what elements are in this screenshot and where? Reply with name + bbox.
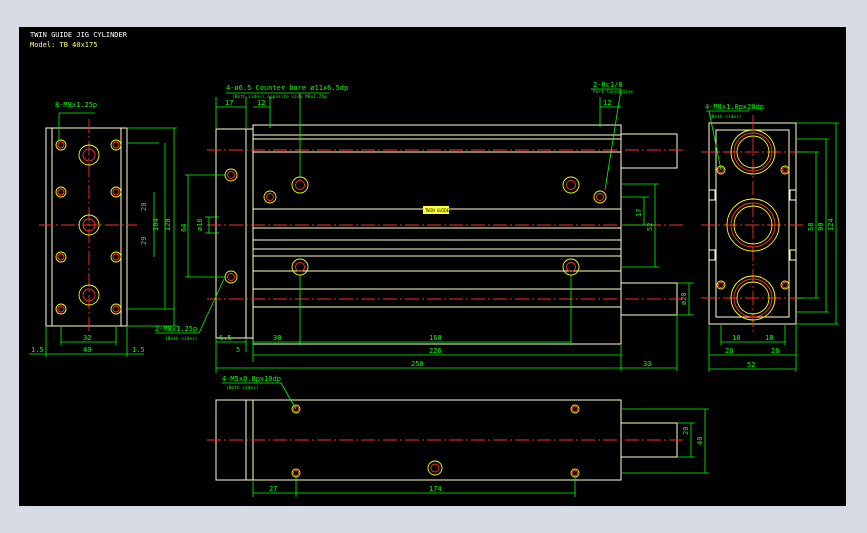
dim-52: 52: [646, 223, 654, 231]
drawing-title: TWIN GUIDE JIG CYLINDER: [30, 31, 128, 39]
callout-port: 2-Rc1/8: [593, 81, 623, 89]
callout-4-m5: 4-M5x0.8px10dp: [222, 375, 281, 383]
dim-104: 104: [152, 218, 160, 231]
dim-64: 64: [180, 224, 188, 232]
dim-168: 168: [429, 334, 442, 342]
dim-17-right: 17: [635, 209, 643, 217]
left-end-view: 8-M8x1.25p 20 29 104 120 32 49 1.5 1.5: [29, 101, 177, 357]
dim-49: 49: [83, 346, 91, 354]
dim-174: 174: [429, 485, 442, 493]
dim-6-5: 6.5: [219, 334, 232, 342]
left-holes: [55, 139, 122, 315]
dim-27: 27: [269, 485, 277, 493]
dim-52-width: 52: [747, 361, 755, 369]
dim-phi16: ø16: [196, 218, 204, 231]
dim-12-left: 12: [257, 99, 265, 107]
dim-40-bottom: 40: [696, 437, 704, 445]
side-view: TWIN GUIDE 17 12 4-ø6.5 Counter bore ø11…: [155, 81, 694, 373]
dim-250: 250: [411, 360, 424, 368]
callout-port-sub: Port Connection: [593, 89, 634, 95]
nameplate: [423, 206, 449, 214]
dim-26-right: 26: [771, 347, 779, 355]
callout-2-m8: 2-M8x1.25p: [155, 325, 197, 333]
dim-120: 120: [164, 218, 172, 231]
dim-18-left: 18: [732, 334, 740, 342]
dim-90: 90: [817, 223, 825, 231]
dim-1-5-left: 1.5: [31, 346, 44, 354]
dim-1-5-right: 1.5: [132, 346, 145, 354]
callout-4-m5-sub: (Both sides): [226, 385, 259, 391]
cad-viewport[interactable]: .o { stroke:#ffffcc; fill:none; stroke-w…: [19, 27, 846, 506]
dim-20-bottom: 20: [682, 427, 690, 435]
dim-32: 32: [83, 334, 91, 342]
dim-30: 30: [273, 334, 281, 342]
dim-phi20: ø20: [680, 292, 688, 305]
right-end-view: 4-M8x1.0px20dp (Both sides) 58 90 124 18…: [701, 103, 839, 372]
bottom-view: 4-M5x0.8px10dp (Both sides) 20 40 27 174: [207, 375, 709, 497]
callout-counterbore: 4-ø6.5 Counter bore ø11x6.5dp: [226, 84, 348, 92]
callout-2-m8-sub: (Both sides): [165, 336, 198, 342]
dim-33: 33: [643, 360, 651, 368]
model-label: Model: TB 40x175: [30, 41, 97, 49]
nameplate-text: TWIN GUIDE: [425, 208, 450, 213]
dim-5: 5: [236, 346, 240, 354]
dim-29: 29: [140, 237, 148, 245]
callout-counterbore-sub: (Both sides),opposite side M8x1.25p: [232, 94, 327, 100]
dim-20: 20: [140, 203, 148, 211]
dim-26-left: 26: [725, 347, 733, 355]
dim-226: 226: [429, 347, 442, 355]
dim-17: 17: [225, 99, 233, 107]
dim-58: 58: [807, 223, 815, 231]
callout-4-m8x1-sub: (Both sides): [709, 114, 742, 120]
dim-124: 124: [827, 218, 835, 231]
callout-8-m8: 8-M8x1.25p: [55, 101, 97, 109]
callout-4-m8x1: 4-M8x1.0px20dp: [705, 103, 764, 111]
cad-drawing: .o { stroke:#ffffcc; fill:none; stroke-w…: [29, 31, 839, 497]
dim-18-right: 18: [765, 334, 773, 342]
dim-12-right: 12: [603, 99, 611, 107]
